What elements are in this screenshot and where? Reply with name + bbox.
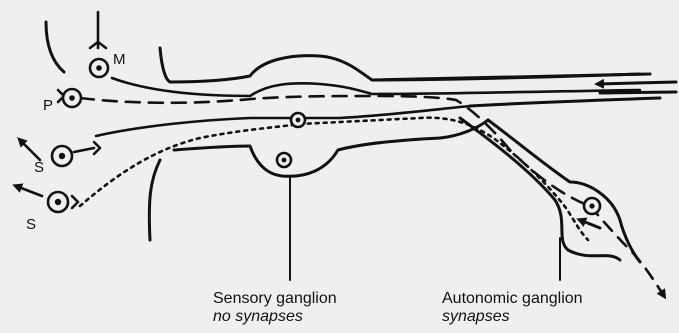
s1-dendrite (74, 148, 94, 152)
incoming-arrow-top (598, 82, 676, 84)
branch-arrow (580, 220, 600, 228)
s2-neuron-nucleus (55, 199, 61, 205)
cord-outline-left-upper (46, 22, 64, 72)
autonomic-ganglion-subtitle: synapses (442, 308, 583, 326)
label-s-upper: S (34, 160, 44, 175)
motor-neuron-nucleus (96, 65, 102, 71)
label-p: P (43, 98, 53, 113)
root-middle-line (96, 106, 470, 136)
cord-outline-left-lower (149, 160, 160, 240)
s1-axon (20, 140, 40, 160)
sensory-ganglion-subtitle: no synapses (213, 308, 337, 326)
dashed-preganglionic (80, 96, 590, 206)
s2-axon (16, 186, 42, 196)
sensory-ganglion-nucleus-upper (296, 118, 301, 123)
root-outline-lower (174, 120, 488, 176)
label-m: M (113, 52, 126, 67)
sensory-ganglion-caption: Sensory ganglion no synapses (213, 290, 337, 327)
s2-synapse (72, 196, 78, 208)
trunk-bottom (470, 98, 660, 106)
dashed-postganglionic (590, 206, 664, 296)
autonomic-ganglion-nucleus (589, 203, 594, 208)
p-neuron-nucleus (69, 95, 75, 101)
dotted-sensory-fibre (80, 118, 588, 240)
sensory-ganglion-nucleus-lower (282, 158, 287, 163)
label-s-lower: S (26, 217, 36, 232)
s1-neuron-nucleus (59, 153, 65, 159)
incoming-arrow-bottom (600, 92, 676, 93)
sensory-ganglion-title: Sensory ganglion (213, 290, 337, 308)
autonomic-ganglion-caption: Autonomic ganglion synapses (442, 290, 583, 327)
autonomic-ganglion-title: Autonomic ganglion (442, 290, 583, 308)
